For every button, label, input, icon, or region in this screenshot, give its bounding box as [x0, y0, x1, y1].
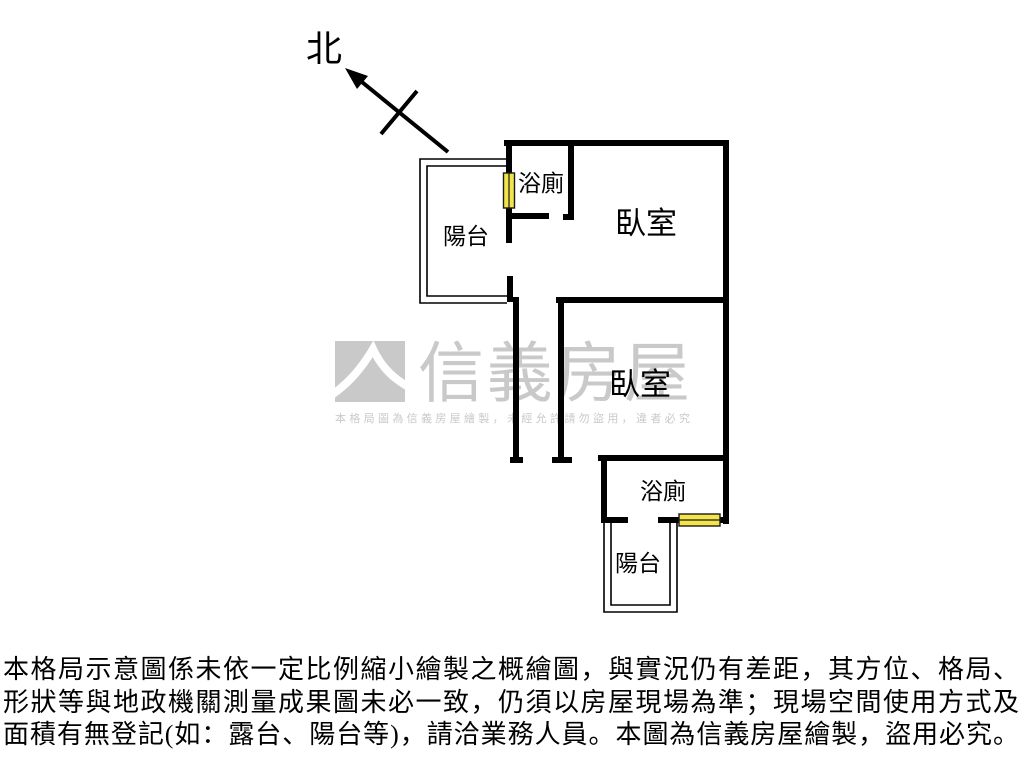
disclaimer: 本格局示意圖係未依一定比例縮小繪製之概繪圖，與實況仍有差距，其方位、格局、 形狀…: [3, 655, 1019, 749]
room-label-lower-balcony: 陽台: [615, 551, 661, 577]
logo-roof-swoosh: [329, 340, 411, 398]
north-arrow-shaft: [355, 76, 450, 154]
room-label-lower-bedroom: 臥室: [609, 367, 671, 403]
room-labels: 浴廁 臥室 陽台 臥室 浴廁 陽台: [443, 171, 686, 577]
disclaimer-line: 面積有無登記(如：露台、陽台等)，請洽業務人員。本圖為信義房屋繪製，盜用必究。: [3, 720, 1019, 749]
balcony-upper: [419, 158, 507, 304]
balcony-lower-inner-rail: [610, 522, 671, 606]
watermark-notice: 本格局圖為信義房屋繪製，未經允許請勿盜用，違者必究: [335, 411, 690, 425]
balcony-lower: [603, 522, 678, 613]
north-label: 北: [306, 29, 342, 69]
room-label-lower-bathroom: 浴廁: [640, 479, 686, 505]
room-label-upper-balcony: 陽台: [443, 224, 489, 250]
north-arrow-head: [345, 68, 368, 89]
north-arrow-icon: 北: [306, 29, 450, 154]
window-lower-bathroom: [678, 513, 721, 527]
walls: [504, 140, 729, 524]
room-label-upper-bedroom: 臥室: [615, 206, 677, 242]
balcony-upper-inner-rail: [426, 165, 507, 297]
north-arrow-crossbar: [379, 89, 419, 136]
disclaimer-line: 本格局示意圖係未依一定比例縮小繪製之概繪圖，與實況仍有差距，其方位、格局、: [3, 655, 1019, 684]
disclaimer-line: 形狀等與地政機關測量成果圖未必一致，仍須以房屋現場為準；現場空間使用方式及: [3, 688, 1019, 717]
balcony-upper-outer-rail: [419, 158, 507, 304]
house-roof-logo-icon: [329, 340, 411, 402]
balcony-lower-outer-rail: [603, 522, 678, 613]
wall-upper-bathroom-right: [563, 140, 574, 220]
window-upper-bathroom: [502, 172, 516, 209]
room-label-upper-bathroom: 浴廁: [518, 171, 564, 197]
